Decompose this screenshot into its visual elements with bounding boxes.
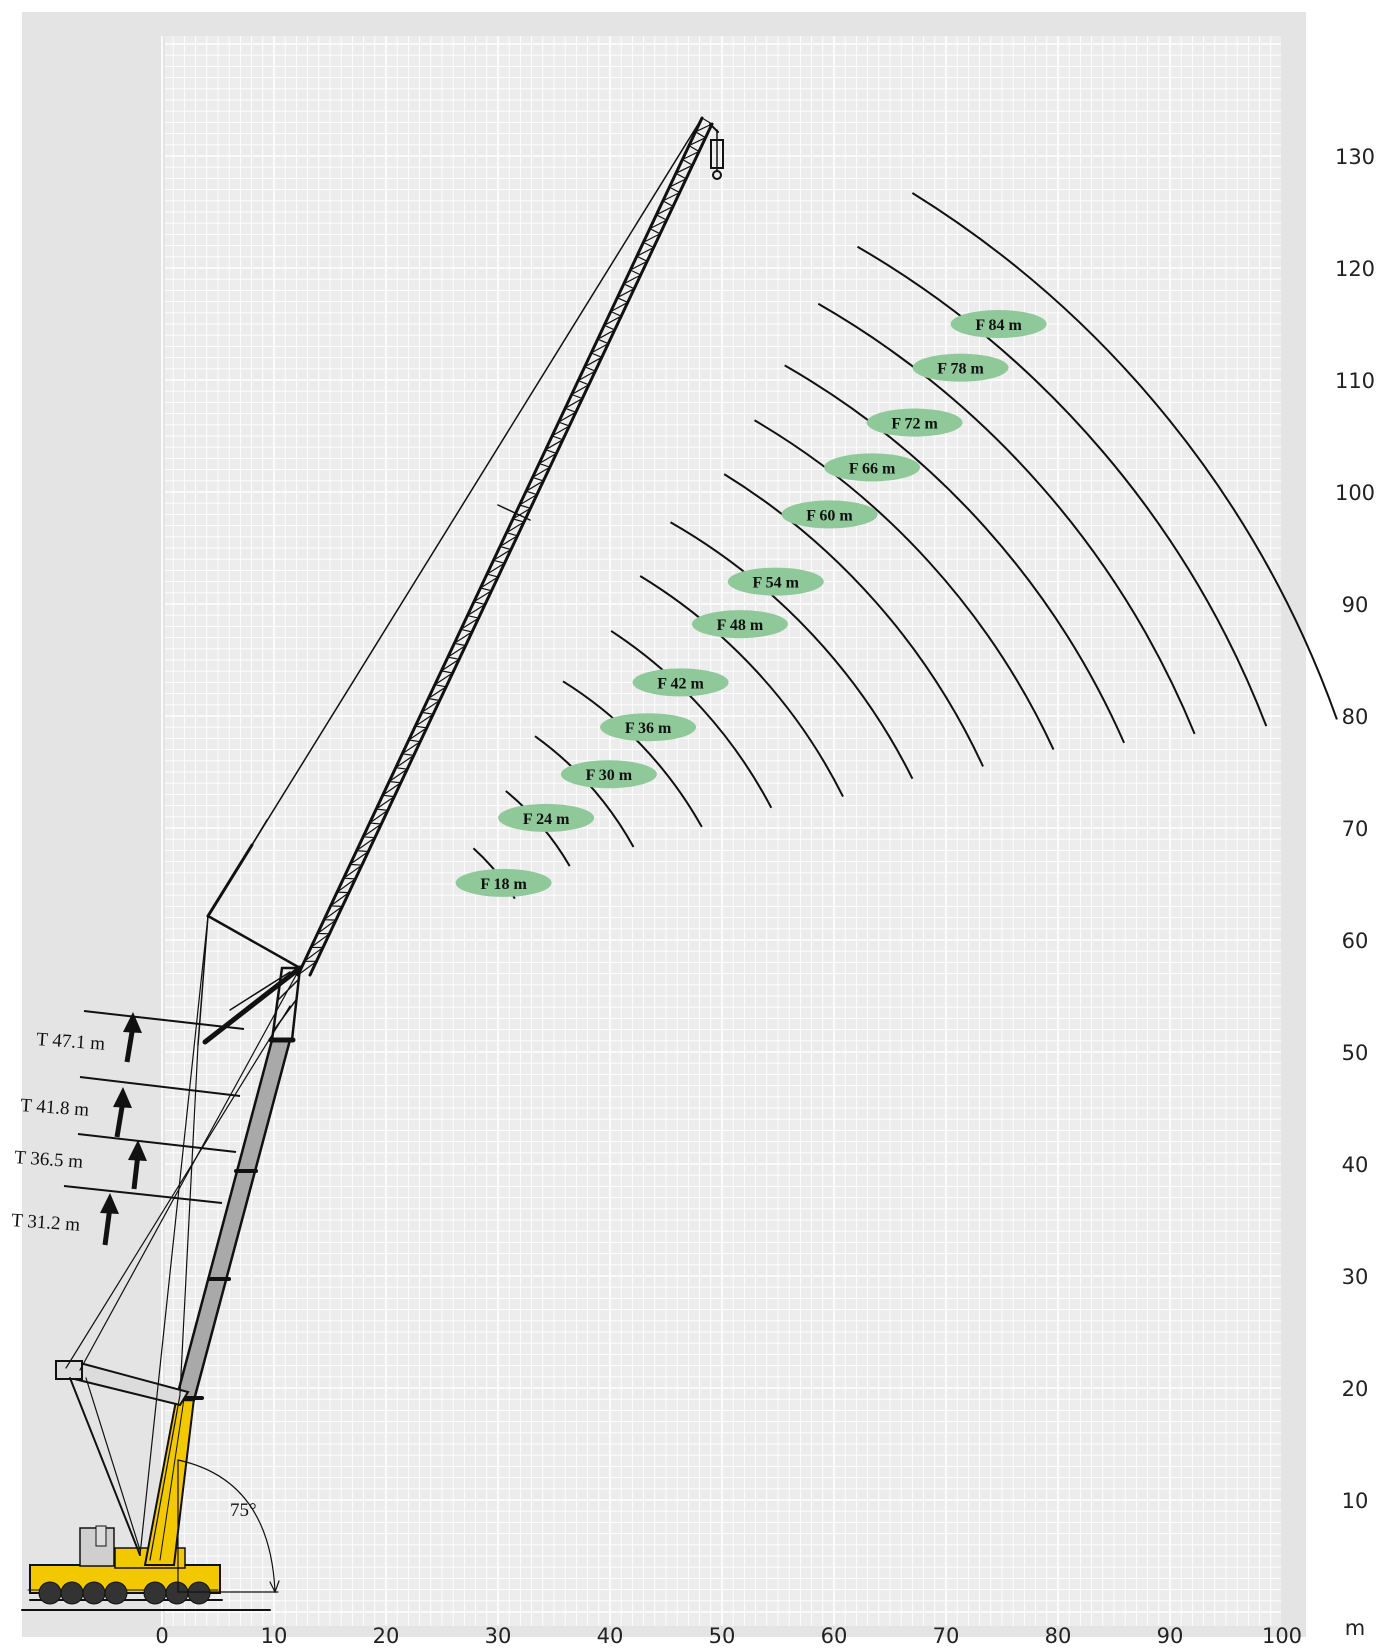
x-tick-label: 60 [821, 1624, 848, 1648]
jib-label-text: F 54 m [753, 575, 800, 592]
y-tick-label: 30 [1342, 1265, 1369, 1289]
jib-label-text: F 84 m [975, 317, 1022, 334]
jib-label-text: F 66 m [849, 460, 896, 477]
jib-range-curves [472, 192, 1338, 900]
jib-range-curve [723, 473, 984, 767]
x-tick-label: 80 [1045, 1624, 1072, 1648]
jib-label-oval [560, 760, 657, 789]
jib-label-text: F 36 m [625, 720, 672, 737]
tower-height-arrow-head [123, 1012, 142, 1033]
y-tick-label: 100 [1335, 481, 1375, 505]
jib-label-text: F 78 m [937, 361, 984, 378]
jib-label-text: F 24 m [523, 811, 570, 828]
jib-label-oval [455, 868, 552, 897]
y-tick-label: 90 [1342, 593, 1369, 617]
jib-range-curve [670, 521, 914, 780]
y-tick-label: 10 [1342, 1489, 1369, 1513]
superlift-mast [55, 915, 301, 1561]
jib-label-text: F 42 m [657, 675, 704, 692]
jib-range-curve [784, 364, 1126, 744]
tower-height-markers: T 47.1 m T 41.8 m T 36.5 m T 31.2 m [11, 1010, 245, 1246]
y-tick-label: 130 [1335, 145, 1375, 169]
y-tick-label: 50 [1342, 1041, 1369, 1065]
jib-label-text: F 60 m [806, 507, 853, 524]
jib-range-curve [562, 680, 703, 828]
jib-label-oval [632, 668, 729, 697]
grid-lines [161, 36, 1281, 1626]
jib-range-curve [856, 245, 1268, 727]
jib-label-oval [912, 353, 1009, 382]
tower-height-line [77, 1133, 237, 1153]
y-tick-label: 80 [1342, 705, 1369, 729]
x-tick-label: 0 [155, 1624, 168, 1648]
jib-label-text: F 18 m [480, 876, 527, 893]
y-tick-label: 20 [1342, 1377, 1369, 1401]
luffing-jib [296, 116, 714, 977]
x-tick-label: 10 [261, 1624, 288, 1648]
jib-range-curve [753, 419, 1055, 751]
tower-height-arrow-head [113, 1087, 132, 1108]
jib-label-oval [600, 713, 697, 742]
jib-label-oval [727, 567, 824, 596]
jib-range-curve [639, 575, 844, 798]
tower-height-label: T 47.1 m [36, 1029, 106, 1055]
boom-angle-label: 75° [230, 1500, 257, 1521]
jib-label-text: F 30 m [586, 767, 633, 784]
jib-label-oval [824, 453, 921, 482]
x-tick-label: 100 [1262, 1624, 1302, 1648]
y-tick-label: 120 [1335, 257, 1375, 281]
hook-block [709, 123, 724, 180]
jib-label-oval [498, 803, 595, 832]
y-tick-label: 70 [1342, 817, 1369, 841]
x-axis-ticks: 0 10 20 30 40 50 60 70 80 90 100 [155, 1624, 1302, 1648]
jib-label-oval [950, 310, 1047, 338]
x-tick-label: 90 [1157, 1624, 1184, 1648]
jib-label-oval [866, 408, 963, 437]
tower-height-line [79, 1076, 241, 1097]
x-tick-label: 50 [709, 1624, 736, 1648]
tower-height-arrow-head [128, 1140, 147, 1161]
tower-height-label: T 41.8 m [20, 1095, 90, 1121]
jib-length-labels: F 18 m F 24 m F 30 m F 36 m F 42 m F 48 m F 54… [455, 310, 1047, 897]
jib-range-curve [817, 302, 1196, 735]
grid-area [165, 36, 1281, 1626]
tower-height-line [83, 1010, 245, 1030]
crane-structure [21, 116, 724, 1611]
jib-range-curve [610, 630, 773, 809]
crane-wheels [38, 1581, 211, 1605]
jib-label-oval [781, 500, 878, 529]
y-tick-label: 60 [1342, 929, 1369, 953]
x-tick-label: 40 [597, 1624, 624, 1648]
tower-height-line [63, 1185, 223, 1204]
boom-angle-arc [177, 1459, 276, 1593]
jib-label-oval [691, 610, 788, 639]
jib-range-curve [911, 192, 1338, 720]
x-tick-label: 20 [373, 1624, 400, 1648]
x-axis-unit: m [1345, 1616, 1365, 1640]
jib-label-text: F 72 m [891, 416, 938, 433]
tower-height-arrow-head [100, 1193, 119, 1214]
tower-height-label: T 36.5 m [14, 1147, 84, 1173]
y-axis-ticks: 10 20 30 40 50 60 70 80 90 100 110 120 130 [1335, 145, 1375, 1513]
y-tick-label: 40 [1342, 1153, 1369, 1177]
x-tick-label: 70 [933, 1624, 960, 1648]
y-tick-label: 110 [1335, 369, 1375, 393]
jib-label-text: F 48 m [717, 617, 764, 634]
x-tick-label: 30 [485, 1624, 512, 1648]
tower-height-label: T 31.2 m [11, 1210, 81, 1236]
